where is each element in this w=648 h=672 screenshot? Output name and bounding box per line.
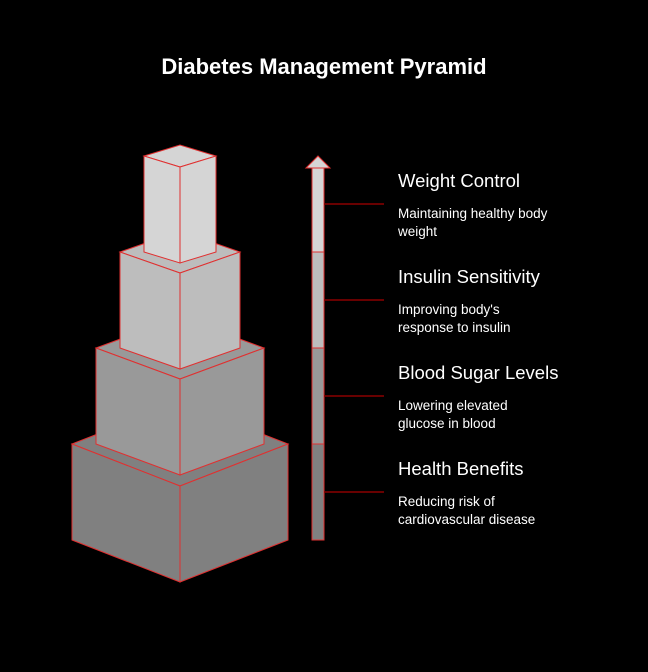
- level-title: Blood Sugar Levels: [398, 362, 558, 383]
- block-right-face: [179, 251, 241, 370]
- block-right-face: [179, 347, 265, 476]
- level-title: Insulin Sensitivity: [398, 266, 541, 287]
- block-left-face: [119, 251, 181, 370]
- arrow-segment: [311, 167, 325, 253]
- level-description: weight: [397, 224, 437, 239]
- pyramid-blocks: [70, 144, 290, 583]
- level-description: cardiovascular disease: [398, 512, 535, 527]
- arrow-segment: [311, 443, 325, 541]
- arrow-head-icon: [304, 155, 332, 169]
- pyramid-block-1: [142, 144, 218, 264]
- arrow-segment: [311, 347, 325, 445]
- block-right-face: [179, 155, 217, 264]
- level-description: Lowering elevated: [398, 398, 508, 413]
- level-title: Health Benefits: [398, 458, 523, 479]
- level-description: glucose in blood: [398, 416, 496, 431]
- level-description: Maintaining healthy body: [398, 206, 548, 221]
- diagram-title: Diabetes Management Pyramid: [161, 54, 486, 79]
- level-title: Weight Control: [398, 170, 520, 191]
- block-right-face: [179, 443, 289, 583]
- level-description: Reducing risk of: [398, 494, 495, 509]
- block-left-face: [143, 155, 181, 264]
- level-description: response to insulin: [398, 320, 511, 335]
- progress-arrow: [304, 155, 332, 541]
- arrow-segment: [311, 251, 325, 349]
- level-description: Improving body's: [398, 302, 500, 317]
